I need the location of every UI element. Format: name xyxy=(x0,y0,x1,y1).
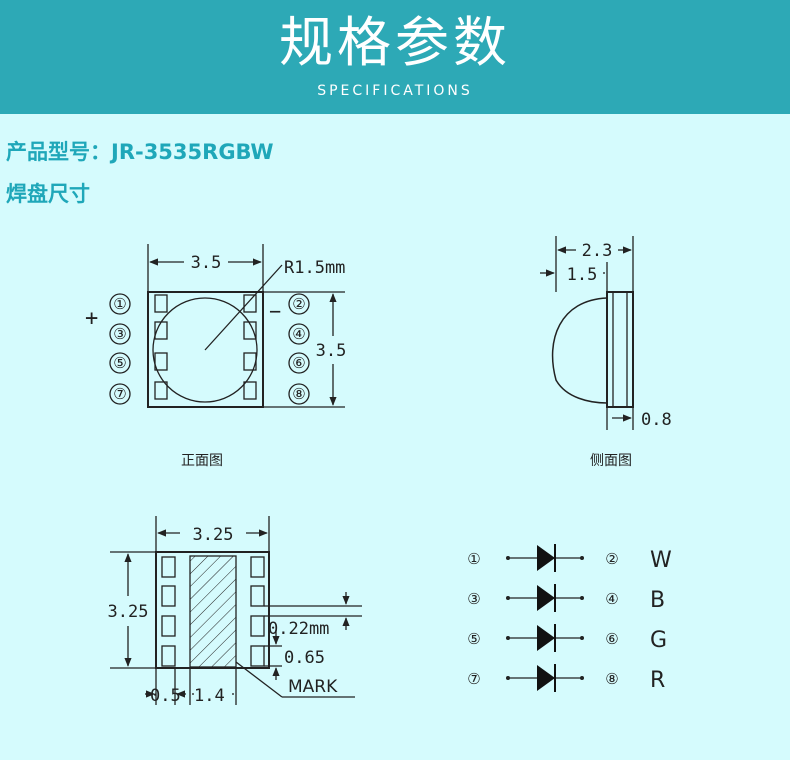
pad-width-dim: 3.25 xyxy=(193,525,234,545)
circuit-diagram: ① ② W ③ ④ B ⑤ ⑥ G ⑦ ⑧ R xyxy=(467,544,672,693)
front-width-dim: 3.5 xyxy=(191,253,222,273)
section-title: 焊盘尺寸 xyxy=(6,182,90,206)
front-minus-sign: − xyxy=(269,299,281,323)
side-base-dim: 0.8 xyxy=(641,410,672,430)
pin-label-7: ⑦ xyxy=(113,385,126,403)
circuit-terminal-dot xyxy=(506,636,510,640)
circuit-terminal-dot xyxy=(580,556,584,560)
front-body-outline xyxy=(147,291,264,408)
pad-len-dim: 0.65 xyxy=(284,648,325,668)
pad-4 xyxy=(243,321,257,340)
side-dome-dim: 1.5 xyxy=(567,265,598,285)
pad-8 xyxy=(243,381,257,400)
circuit-cathode-label: ⑥ xyxy=(605,630,618,648)
side-dome xyxy=(551,297,608,404)
diode-symbol xyxy=(537,625,555,651)
circuit-anode-label: ⑦ xyxy=(467,670,480,688)
front-plus-sign: + xyxy=(85,306,98,331)
pad-left-margin-dim: 0.5 xyxy=(150,686,181,706)
pin-label-3: ③ xyxy=(113,325,126,343)
pad-outline xyxy=(155,551,270,669)
pad-height-dim: 3.25 xyxy=(108,602,149,622)
circuit-row: ① ② W xyxy=(467,544,672,573)
lens-circle xyxy=(152,297,258,403)
diode-symbol xyxy=(537,545,555,571)
front-view-caption: 正面图 xyxy=(181,453,223,469)
pad-6 xyxy=(243,352,257,371)
page-title: 规格参数 xyxy=(279,11,511,74)
pad-center-width-dim: 1.4 xyxy=(194,686,225,706)
pin-label-1: ① xyxy=(113,295,126,313)
circuit-row: ⑤ ⑥ G xyxy=(467,624,667,653)
circuit-cathode-label: ④ xyxy=(605,590,618,608)
pin-label-4: ④ xyxy=(292,325,305,343)
mark-label: MARK xyxy=(288,677,338,697)
side-base xyxy=(606,291,634,408)
pad-view xyxy=(110,516,362,705)
side-total-dim: 2.3 xyxy=(582,241,613,261)
page-subtitle: SPECIFICATIONS xyxy=(317,83,473,99)
circuit-terminal-dot xyxy=(506,676,510,680)
front-radius-label: R1.5mm xyxy=(284,258,345,278)
pad-3 xyxy=(154,321,168,340)
circuit-cathode-label: ② xyxy=(605,550,618,568)
circuit-terminal-dot xyxy=(506,596,510,600)
circuit-color-label: B xyxy=(650,588,665,613)
front-height-dim: 3.5 xyxy=(316,341,347,361)
pad-2 xyxy=(243,294,257,313)
pin-label-2: ② xyxy=(292,295,305,313)
diode-symbol xyxy=(537,665,555,691)
circuit-terminal-dot xyxy=(580,596,584,600)
circuit-cathode-label: ⑧ xyxy=(605,670,618,688)
pin-label-6: ⑥ xyxy=(292,354,305,372)
center-pad-hatched xyxy=(189,555,237,668)
circuit-anode-label: ⑤ xyxy=(467,630,480,648)
front-view xyxy=(109,244,345,408)
circuit-anode-label: ① xyxy=(467,550,480,568)
circuit-row: ③ ④ B xyxy=(467,584,665,613)
circuit-terminal-dot xyxy=(580,676,584,680)
pad-1 xyxy=(154,294,168,313)
diode-symbol xyxy=(537,585,555,611)
pad-gap-dim: 0.22mm xyxy=(268,619,329,639)
pin-label-5: ⑤ xyxy=(113,354,126,372)
pad-5 xyxy=(154,352,168,371)
circuit-anode-label: ③ xyxy=(467,590,480,608)
circuit-color-label: G xyxy=(650,628,667,653)
circuit-row: ⑦ ⑧ R xyxy=(467,664,665,693)
pin-label-8: ⑧ xyxy=(292,385,305,403)
model-number: 产品型号：JR-3535RGBW xyxy=(6,140,274,164)
circuit-color-label: W xyxy=(650,548,672,573)
side-view xyxy=(540,236,634,430)
circuit-terminal-dot xyxy=(580,636,584,640)
pad-7 xyxy=(154,381,168,400)
circuit-color-label: R xyxy=(650,668,665,693)
circuit-terminal-dot xyxy=(506,556,510,560)
side-view-caption: 侧面图 xyxy=(590,453,632,469)
header-banner: 规格参数 SPECIFICATIONS xyxy=(0,0,790,114)
